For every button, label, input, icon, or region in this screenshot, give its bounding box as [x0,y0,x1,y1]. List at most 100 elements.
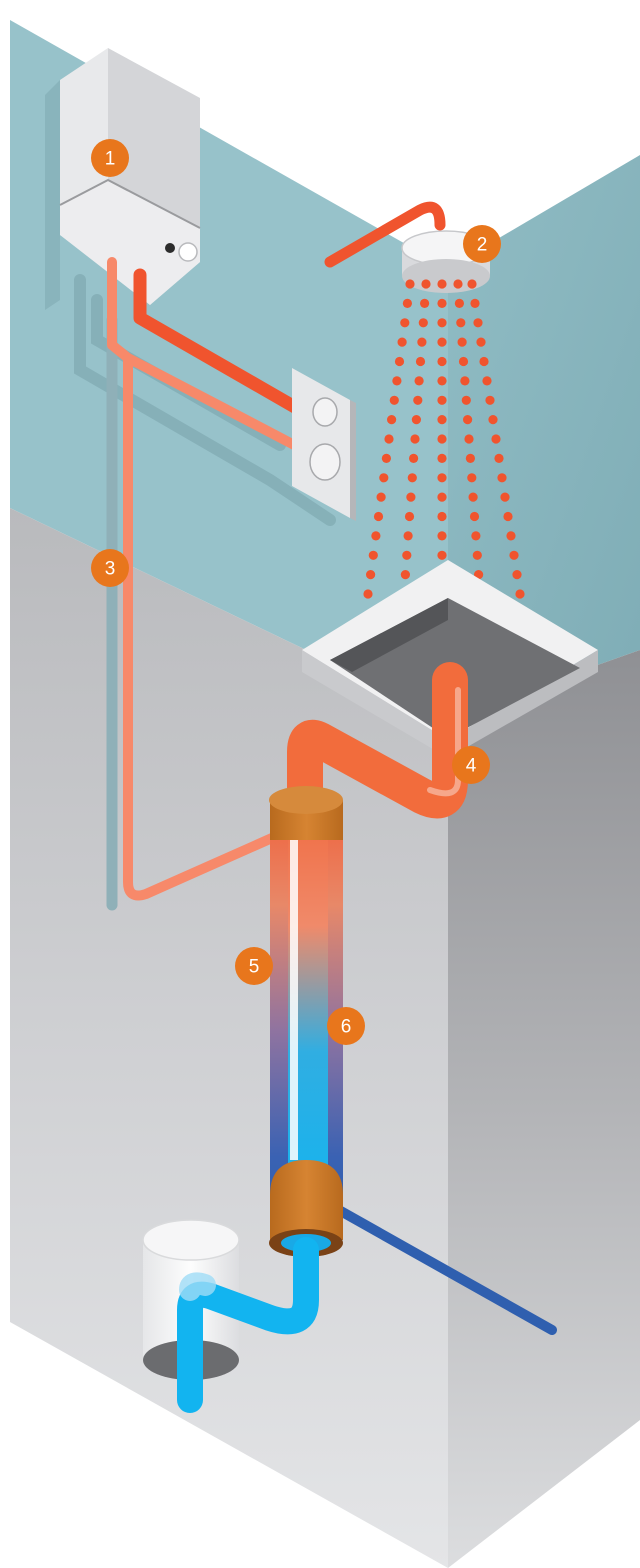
spray-drop [437,337,447,347]
spray-drop [472,550,482,560]
spray-drop [414,376,424,386]
marker-3: 3 [91,549,129,587]
marker-number: 1 [105,149,116,170]
warm-pipe-to-mixer [107,257,305,453]
marker-badge [235,947,273,985]
spray-drop [402,298,412,308]
marker-badge [327,1007,365,1045]
spray-drop [437,453,447,463]
spray-drop [479,356,489,367]
spray-drop [403,531,413,541]
boiler-knob-icon [178,242,198,262]
spray-drop [366,570,376,580]
number-markers: 1 2 3 4 5 6 [91,139,501,1045]
spray-drop [453,279,463,289]
marker-badge [91,139,129,177]
spray-drop [470,298,480,308]
spray-drop [394,356,405,367]
spray-drop [509,550,519,560]
upper-wall-right [448,155,640,718]
spray-drop [400,318,410,328]
spray-drop [405,279,415,289]
spray-drop [381,453,391,463]
spray-drop [476,337,486,347]
spray-drop [437,318,447,328]
spray-drop [437,492,447,502]
marker-badge [452,746,490,784]
spray-drop [373,511,384,522]
marker-number: 4 [466,756,477,777]
spray-drop [437,550,447,560]
spray-drop [482,376,492,386]
spray-drop [437,473,447,483]
spray-drop [512,570,522,580]
spray-drop [469,511,480,522]
spray-drop [417,337,427,347]
spray-drop [497,473,507,483]
mixer-valve [292,368,356,521]
spray-drop [379,473,389,483]
spray-drop [437,298,447,308]
spray-drop [411,415,421,425]
spray-drop [421,279,431,289]
spray-drop [418,318,428,328]
spray-drop [515,589,525,599]
spray-drop [404,511,415,522]
spray-drop [437,279,447,289]
spray-drop [371,531,381,541]
marker-number: 2 [477,235,488,256]
spray-drop [474,570,484,580]
marker-number: 5 [249,957,260,978]
spray-drop [437,376,447,386]
spray-drop [437,415,447,425]
lower-wall-left [10,508,448,1568]
spray-drop [454,298,464,308]
spray-drop [407,473,417,483]
spray-drop [437,356,447,367]
spray-drop [420,298,430,308]
spray-drop [460,376,470,386]
spray-drop [467,279,477,289]
spray-drop [397,337,407,347]
spray-drop [467,473,477,483]
marker-badge [91,549,129,587]
marker-6: 6 [327,1007,365,1045]
cold-water-pipe [325,1200,557,1335]
drain-outlet-pipe [177,1237,319,1413]
spray-drop [506,531,516,541]
spray-drop [392,376,402,386]
boiler-dial-icon [165,243,175,253]
spray-drop [500,492,510,502]
top-collar [269,786,343,840]
marker-number: 6 [341,1017,352,1038]
spray-drop [468,492,478,502]
spray-drop [491,434,501,444]
hot-pipe-to-mixer [133,268,307,417]
spray-drop [461,395,471,405]
marker-5: 5 [235,947,273,985]
marker-1: 1 [91,139,129,177]
spray-drop [458,356,469,367]
inner-pipe-highlight [290,830,298,1160]
spray-drop [464,434,474,444]
spray-drop [400,570,410,580]
spray-drop [503,511,513,522]
spray-drop [456,318,466,328]
spray-drop [473,318,483,328]
spray-drop [494,453,504,463]
spray-drop [409,453,419,463]
spray-drop [413,395,423,405]
spray-drop [488,415,498,425]
spray-drop [406,492,416,502]
marker-number: 3 [105,559,116,580]
spray-drop [410,434,420,444]
boiler-top-lid [60,180,200,305]
shower-arm [324,201,446,268]
spray-drop [457,337,467,347]
spray-drop [402,550,412,560]
spray-drop [485,395,495,405]
spray-drop [387,415,397,425]
spray-drop [376,492,386,502]
spray-drop [437,395,447,405]
